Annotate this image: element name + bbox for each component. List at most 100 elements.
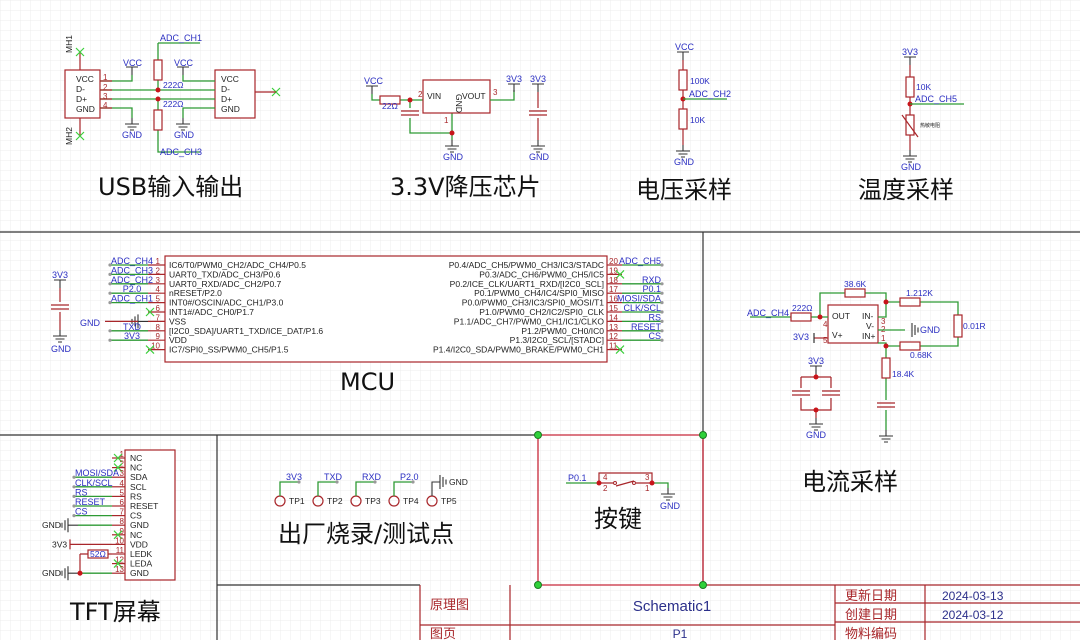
mcu-pin-number: 13 bbox=[609, 323, 618, 332]
updated-date: 2024-03-13 bbox=[942, 589, 1004, 603]
tft-pin-name: SCL bbox=[130, 482, 147, 492]
usb-r1-value: 222Ω bbox=[163, 80, 184, 90]
3v3-label: 3V3 bbox=[506, 74, 522, 84]
key-pin-num: 4 bbox=[603, 473, 608, 482]
usb-pin-dminus: D- bbox=[76, 84, 85, 94]
tft-pin-name: CS bbox=[130, 511, 142, 521]
title-page-label: 图页 bbox=[430, 627, 456, 640]
usb-pin-dplus: D+ bbox=[76, 94, 87, 104]
usb-right-pin-dplus: D+ bbox=[221, 94, 232, 104]
shunt-value: 0.01R bbox=[963, 321, 986, 331]
usb-pin-num: 4 bbox=[103, 101, 108, 110]
net-label-adc-ch4: ADC_CH4 bbox=[747, 308, 789, 318]
gnd-label: GND bbox=[674, 157, 695, 167]
mcu-pin-name: P1.1/ADC_CH7/PWM0_CH1/IC1/CLKO bbox=[454, 316, 605, 326]
test-point-label: TP4 bbox=[403, 496, 419, 506]
opamp-pin-inminus: IN- bbox=[862, 311, 874, 321]
mcu-pin-name: P1.0/PWM0_CH2/IC2/SPI0_CLK bbox=[479, 307, 604, 317]
mcu-pin-name: VSS bbox=[169, 316, 186, 326]
gnd-label: GND bbox=[122, 130, 143, 140]
mcu-pin-number: 7 bbox=[156, 313, 161, 322]
mcu-pin-name: UART0_RXD/ADC_CH2/P0.7 bbox=[169, 279, 282, 289]
ground-icon bbox=[61, 518, 78, 533]
mcu-net-label: ADC_CH3 bbox=[111, 265, 153, 275]
mcu-pin-name: nRESET/P2.0 bbox=[169, 288, 222, 298]
gnd-label: GND bbox=[529, 152, 550, 162]
schematic-name: Schematic1 bbox=[633, 598, 711, 615]
usb-pin-num: 1 bbox=[103, 73, 108, 82]
gnd-label: GND bbox=[901, 162, 922, 172]
tft-pin-number: 10 bbox=[115, 536, 124, 545]
mcu-pin-number: 2 bbox=[156, 266, 161, 275]
ldo-pin-vin: VIN bbox=[427, 91, 441, 101]
ldo-pin-num: 2 bbox=[418, 90, 423, 99]
mcu-pin-name: P0.4/ADC_CH5/PWM0_CH3/IC3/STADC bbox=[449, 260, 604, 270]
section-borders bbox=[0, 231, 1080, 640]
tft-net-label: CS bbox=[75, 507, 88, 517]
created-label: 创建日期 bbox=[845, 608, 897, 623]
no-connect-icon bbox=[113, 530, 123, 540]
3v3-label: 3V3 bbox=[530, 74, 546, 84]
section-title-voltage: 电压采样 bbox=[636, 176, 732, 204]
r-inplus-value: 0.68K bbox=[910, 350, 933, 360]
test-point-net: RXD bbox=[362, 472, 382, 482]
key-circuit: P0.1 4 3 2 1 GND bbox=[566, 472, 681, 511]
mcu-net-label: ADC_CH2 bbox=[111, 275, 153, 285]
key-pin-num: 1 bbox=[645, 484, 650, 493]
tft-pin-name: NC bbox=[130, 453, 142, 463]
mcu-pin-number: 17 bbox=[609, 285, 618, 294]
section-title-ldo: 3.3V降压芯片 bbox=[390, 173, 541, 201]
mcu-net-label: ADC_CH5 bbox=[619, 256, 661, 266]
tft-pin-name: NC bbox=[130, 530, 142, 540]
led-resistor-value: 52Ω bbox=[90, 549, 106, 559]
tft-pin-number: 13 bbox=[115, 565, 124, 574]
tft-pin-name: LEDA bbox=[130, 559, 153, 569]
section-title-temp: 温度采样 bbox=[858, 176, 954, 204]
mcu-pin-name: INT0#/OSCIN/ADC_CH1/P3.0 bbox=[169, 298, 284, 308]
usb-connector-right bbox=[214, 69, 256, 119]
mcu-pin-name: IC6/T0/PWM0_CH2/ADC_CH4/P0.5 bbox=[169, 260, 306, 270]
test-point-label: TP2 bbox=[327, 496, 343, 506]
mcu-pin-number: 12 bbox=[609, 332, 618, 341]
mcu-net-label: P0.1 bbox=[642, 284, 661, 294]
tft-pin-name: LEDK bbox=[130, 549, 153, 559]
mcu-pin-name: P0.0/PWM0_CH3/IC3/SPI0_MOSI/T1 bbox=[462, 298, 604, 308]
section-title-key: 按键 bbox=[594, 505, 642, 533]
section-title-current: 电流采样 bbox=[802, 468, 898, 496]
net-label-p0-1: P0.1 bbox=[568, 473, 587, 483]
opamp-pin-num: 3 bbox=[881, 317, 886, 326]
r-bias-value: 18.4K bbox=[892, 369, 915, 379]
tft-pin-name: SDA bbox=[130, 472, 148, 482]
net-label-adc-ch2: ADC_CH2 bbox=[689, 89, 731, 99]
usb-pin-gnd: GND bbox=[76, 104, 95, 114]
usb-r2-value: 222Ω bbox=[163, 99, 184, 109]
tft-pin-name: RS bbox=[130, 491, 142, 501]
mcu-pin-number: 1 bbox=[156, 257, 161, 266]
opamp bbox=[827, 304, 879, 344]
tft-net-label: CLK/SCL bbox=[75, 478, 113, 488]
updated-label: 更新日期 bbox=[845, 588, 897, 604]
section-title-testpoints: 出厂烧录/测试点 bbox=[278, 520, 454, 548]
tft-net-label: MOSI/SDA bbox=[75, 468, 119, 478]
gnd-label: GND bbox=[42, 520, 61, 530]
created-date: 2024-03-12 bbox=[942, 608, 1004, 622]
mcu-pin-name: P1.2/PWM0_CH0/IC0 bbox=[521, 326, 604, 336]
vcc-label: VCC bbox=[364, 76, 384, 86]
no-connect-icon bbox=[113, 463, 123, 473]
mcu-net-label: 3V3 bbox=[124, 331, 140, 341]
opamp-pin-inplus: IN+ bbox=[862, 331, 876, 341]
test-point-net: P2.0 bbox=[400, 472, 419, 482]
3v3-label: 3V3 bbox=[52, 539, 67, 549]
gnd-label: GND bbox=[449, 477, 468, 487]
no-connect-icon bbox=[145, 307, 155, 317]
vcc-label: VCC bbox=[123, 58, 143, 68]
opamp-pin-num: 5 bbox=[823, 336, 828, 345]
3v3-label: 3V3 bbox=[808, 356, 824, 366]
mcu-net-label: RXD bbox=[642, 275, 662, 285]
usb-pin-num: 2 bbox=[103, 83, 108, 92]
gnd-label: GND bbox=[920, 325, 941, 335]
usb-mh2-label: MH2 bbox=[64, 127, 74, 145]
net-label-adc-ch1: ADC_CH1 bbox=[160, 33, 202, 43]
mcu-pin-name: P0.2/ICE_CLK/UART1_RXD/[I2C0_SCL] bbox=[450, 279, 604, 289]
